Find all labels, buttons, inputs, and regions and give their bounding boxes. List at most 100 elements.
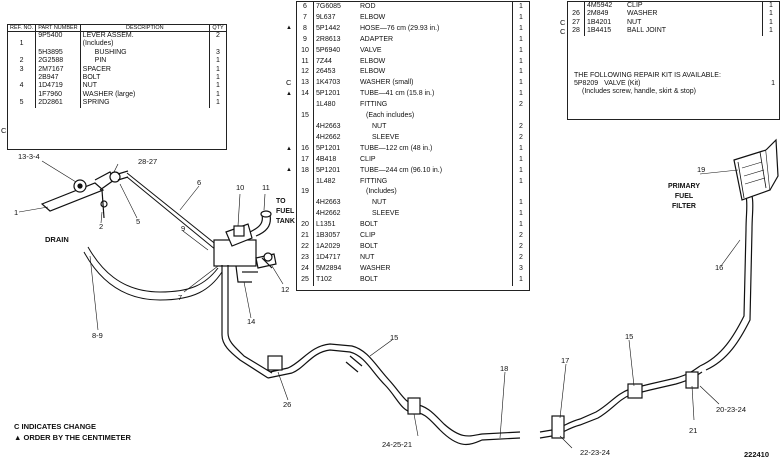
callout-11: 11 [262, 183, 270, 192]
change-mark: C [286, 78, 292, 87]
drain-label: DRAIN [45, 235, 69, 244]
callout-26: 26 [283, 400, 292, 409]
change-mark: C [560, 18, 566, 27]
repair-kit-qty: 1 [771, 80, 775, 88]
callout-1: 1 [14, 208, 19, 217]
repair-kit-desc: VALVE (Kit) [604, 80, 641, 88]
callout-2: 2 [99, 222, 104, 231]
rod [126, 172, 219, 247]
callout-8-9: 8-9 [92, 331, 103, 340]
repair-kit-note: THE FOLLOWING REPAIR KIT IS AVAILABLE: [574, 71, 721, 79]
col-part-number: PART NUMBER [35, 25, 81, 32]
legend-change: C INDICATES CHANGE [14, 422, 96, 431]
callout-20-23-24: 20-23-24 [716, 405, 747, 414]
callout-6: 6 [197, 178, 202, 187]
col-ref-no: REF. NO. [8, 25, 36, 32]
callout-15: 15 [625, 332, 634, 341]
primary-fuel-filter-label: PRIMARY FUEL FILTER [667, 183, 701, 210]
callout-7: 7 [178, 293, 183, 302]
table-row: 19(Includes) [297, 187, 529, 199]
callout-14: 14 [247, 317, 256, 326]
callout-10: 10 [236, 183, 245, 192]
order-mark: ▲ [286, 146, 292, 152]
table-row: 1(Includes) [8, 40, 226, 49]
callout-16: 16 [715, 263, 724, 272]
repair-kit-row: 5P8209 VALVE (Kit) 1 [568, 80, 779, 88]
col-description: DESCRIPTION [79, 25, 210, 32]
order-mark: ▲ [286, 91, 292, 97]
ball-joint [109, 170, 129, 183]
tube-16 [705, 195, 754, 371]
order-mark: ▲ [286, 167, 292, 173]
callout-19: 19 [697, 165, 706, 174]
shutoff-valve [213, 210, 277, 283]
repair-kit-includes: (Includes screw, handle, skirt & stop) [582, 88, 696, 96]
callout-28-27: 28-27 [138, 157, 158, 166]
primary-fuel-filter [733, 138, 779, 201]
tube-18 [267, 349, 521, 445]
callout-22-23-24: 22-23-24 [580, 448, 611, 457]
table-row: 15(Each includes) [297, 111, 529, 122]
callout-13-3-4: 13-3-4 [18, 152, 40, 161]
callout-18: 18 [500, 364, 509, 373]
callout-21: 21 [689, 426, 698, 435]
figure-number: 222410 [744, 450, 770, 459]
repair-kit-part: 5P8209 [574, 80, 599, 88]
callout-24-25-21: 24-25-21 [382, 440, 413, 449]
parts-table-left: REF. NO. PART NUMBER DESCRIPTION QTY 9P5… [7, 24, 227, 150]
tube-14 [221, 265, 269, 379]
callout-12: 12 [281, 285, 290, 294]
drain-hose [87, 246, 219, 293]
change-mark: C [1, 126, 7, 135]
lever-assembly [40, 171, 115, 219]
legend-order: ▲ ORDER BY THE CENTIMETER [14, 433, 131, 442]
callout-15: 15 [390, 333, 399, 342]
callout-5: 5 [136, 217, 141, 226]
callout-17: 17 [561, 356, 570, 365]
to-fuel-tank-label: TO FUEL TANK [276, 198, 295, 225]
order-mark: ▲ [286, 25, 292, 31]
callout-9: 9 [181, 224, 186, 233]
change-mark: C [560, 27, 566, 36]
col-qty: QTY [209, 25, 226, 32]
